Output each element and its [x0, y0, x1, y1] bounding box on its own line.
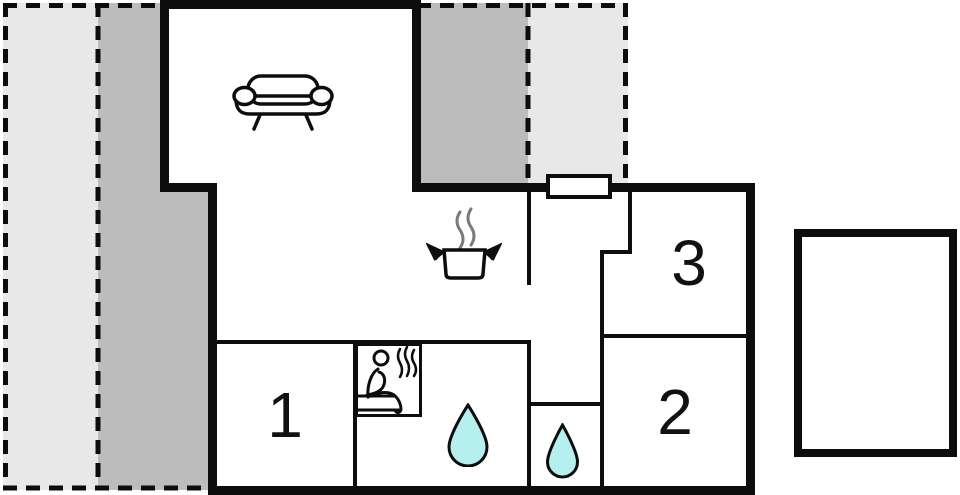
- terrace-top-dark-zone: [417, 3, 528, 185]
- room-3-label: 3: [632, 192, 746, 334]
- terrace-left-light-zone: [3, 3, 98, 490]
- room-3-number: 3: [671, 227, 707, 299]
- outbuilding: [794, 229, 957, 457]
- steam-icon: [455, 207, 476, 250]
- water-drop-icon-small: [545, 423, 580, 479]
- wall-smallbath-top: [528, 402, 600, 406]
- window-marker: [546, 174, 612, 199]
- wall-upper-left: [160, 0, 169, 192]
- wall-bottom: [208, 486, 755, 495]
- wall-room3-step: [600, 250, 632, 254]
- terrace-top-light-zone: [528, 3, 628, 185]
- wall-room2-room3: [600, 334, 746, 338]
- room-2-label: 2: [604, 338, 746, 486]
- wall-bath-right: [527, 340, 531, 486]
- sofa-icon: [232, 74, 334, 131]
- wall-kitchen-divider: [527, 192, 531, 285]
- wall-room3-upper: [628, 192, 632, 254]
- room-2-number: 2: [657, 376, 693, 448]
- wall-lower-left: [208, 183, 217, 495]
- wall-right: [746, 183, 755, 495]
- room-1-number: 1: [267, 379, 303, 451]
- water-drop-icon-large: [447, 403, 489, 467]
- sauna-person-icon: [355, 343, 422, 417]
- wall-room1-bath-top: [217, 340, 531, 344]
- wall-top: [160, 0, 421, 9]
- room-1-label: 1: [217, 344, 353, 486]
- wall-upper-right-vert: [412, 0, 421, 192]
- wall-hall-right: [600, 250, 604, 490]
- wall-left-step: [160, 183, 217, 192]
- living-room-floor: [169, 9, 412, 192]
- cooking-pot-icon: [426, 207, 502, 280]
